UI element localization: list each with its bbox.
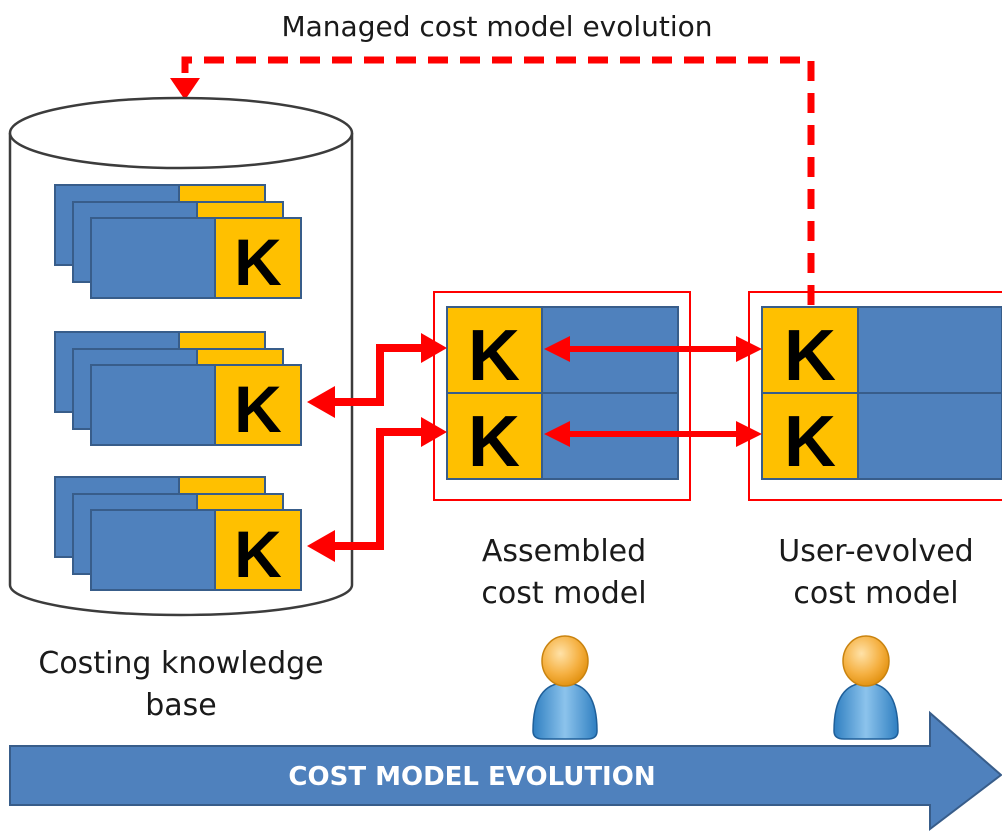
assembled-to-user-evolved-arrow-2	[544, 421, 762, 447]
assembled-label-line1: Assembled	[482, 534, 646, 569]
knowledge-card-stack-2: K	[54, 331, 302, 446]
knowledge-card-k-label: K	[234, 225, 282, 299]
knowledge-card-stacks: KKK	[54, 184, 302, 591]
cost-model-evolution-label: COST MODEL EVOLUTION	[288, 762, 655, 792]
knowledge-card: K	[90, 217, 302, 299]
assembled-row-1-k-label: K	[468, 316, 520, 396]
assembled-to-user-evolved-arrow-1	[544, 336, 762, 362]
knowledge-card-k-label: K	[234, 517, 282, 591]
assembled-label-line2: cost model	[481, 576, 646, 611]
user-evolved-row-2: K	[761, 392, 1002, 482]
cost-model-evolution-arrow	[9, 710, 1002, 831]
assembled-row-2-k-label: K	[468, 402, 520, 482]
kb-to-assembled-arrow-1	[307, 333, 447, 418]
kb-to-assembled-arrow-2	[307, 417, 447, 562]
user-evolved-model-frame	[748, 291, 1002, 501]
user-evolved-label-line1: User-evolved	[778, 534, 973, 569]
user-icon	[532, 635, 598, 740]
user-icon	[833, 635, 899, 740]
knowledge-card-stack-3: K	[54, 476, 302, 591]
knowledge-card-stack-1: K	[54, 184, 302, 299]
diagram-title: Managed cost model evolution	[281, 10, 712, 43]
knowledge-card-k-label: K	[234, 372, 282, 446]
knowledge-base-label-line1: Costing knowledge	[38, 646, 323, 681]
knowledge-card: K	[90, 509, 302, 591]
user-evolved-row-1: K	[761, 306, 1002, 396]
dashed-arrow-head-icon	[170, 78, 200, 100]
user-evolved-row-1-k-label: K	[784, 316, 836, 396]
user-evolved-label-line2: cost model	[793, 576, 958, 611]
knowledge-card: K	[90, 364, 302, 446]
assembled-model-frame	[433, 291, 691, 501]
managed-evolution-dashed-arrow	[181, 56, 815, 305]
user-evolved-row-2-k-label: K	[784, 402, 836, 482]
knowledge-base-label-line2: base	[145, 688, 217, 723]
